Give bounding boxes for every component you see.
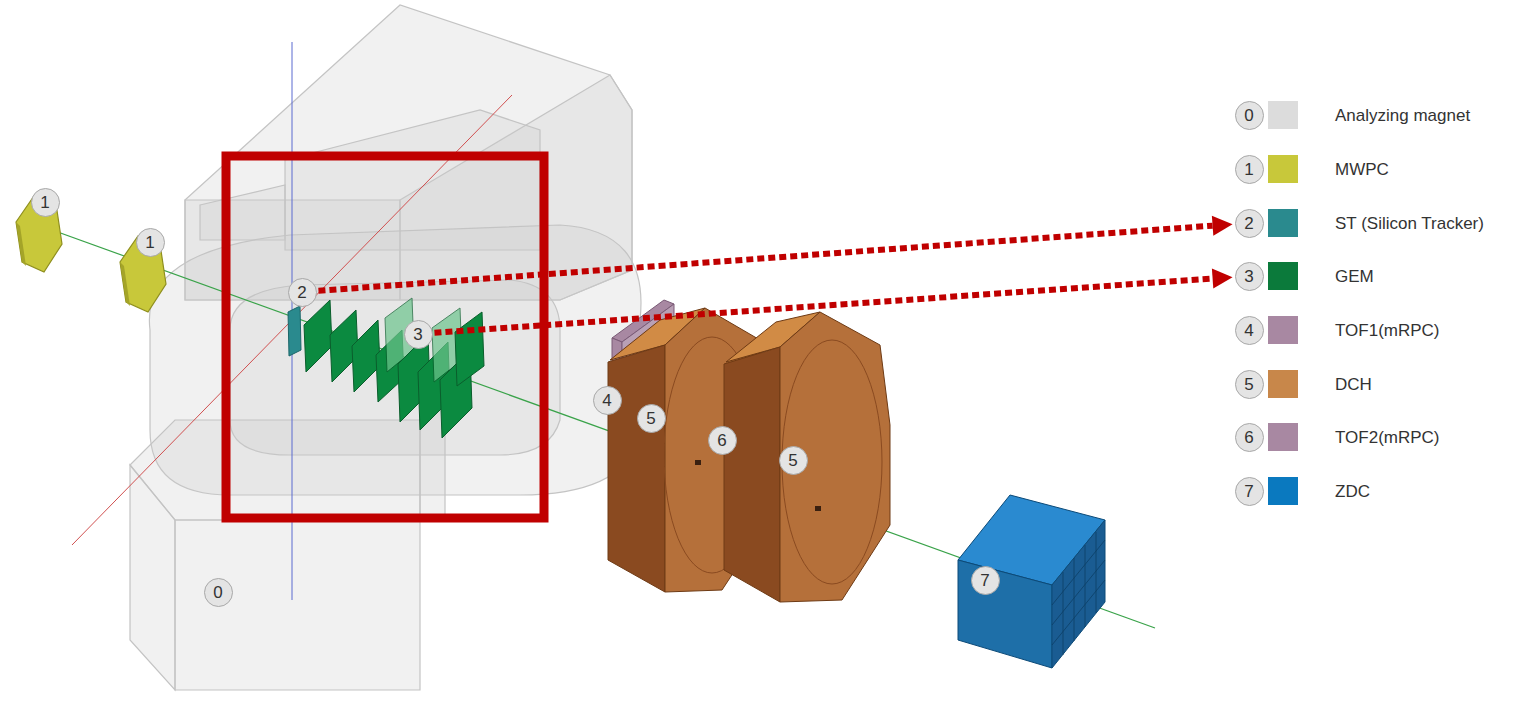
legend-label: TOF2(mRPC): [1335, 429, 1440, 446]
legend-label: TOF1(mRPC): [1335, 322, 1440, 339]
callout-circle: 3: [404, 320, 433, 349]
callout-number: 1: [145, 234, 154, 251]
legend-swatch: [1268, 316, 1298, 344]
legend-swatch: [1268, 262, 1298, 290]
dotted-arrow: [434, 269, 1232, 333]
callout-number: 3: [413, 326, 422, 343]
callout-circle: 7: [1235, 477, 1264, 506]
callout-circle: 1: [136, 228, 165, 257]
callout-number: 4: [1244, 322, 1253, 339]
callout-circle: 4: [593, 386, 622, 415]
callout-number: 5: [1244, 376, 1253, 393]
callout-circle: 5: [779, 446, 808, 475]
legend-swatch: [1268, 101, 1298, 129]
callout-number: 2: [297, 284, 306, 301]
callout-number: 4: [602, 392, 611, 409]
callout-number: 3: [1244, 268, 1253, 285]
callout-number: 0: [1244, 107, 1253, 124]
callout-circle: 1: [31, 188, 60, 217]
callout-number: 1: [40, 194, 49, 211]
callout-circle: 0: [204, 578, 233, 607]
legend-label: DCH: [1335, 376, 1372, 393]
legend-swatch: [1268, 370, 1298, 398]
callout-number: 6: [717, 432, 726, 449]
callout-circle: 6: [708, 426, 737, 455]
callout-number: 5: [646, 410, 655, 427]
callout-circle: 2: [288, 278, 317, 307]
callout-circle: 4: [1235, 316, 1264, 345]
callout-number: 1: [1244, 161, 1253, 178]
legend-label: ST (Silicon Tracker): [1335, 215, 1484, 232]
callout-number: 6: [1244, 429, 1253, 446]
callout-circle: 3: [1235, 262, 1264, 291]
legend-swatch: [1268, 155, 1298, 183]
callout-number: 0: [213, 584, 222, 601]
legend-swatch: [1268, 423, 1298, 451]
callout-circle: 0: [1235, 101, 1264, 130]
callout-number: 7: [980, 572, 989, 589]
legend-label: GEM: [1335, 268, 1374, 285]
legend-label: ZDC: [1335, 483, 1370, 500]
legend-label: Analyzing magnet: [1335, 107, 1470, 124]
callout-number: 5: [788, 452, 797, 469]
legend-label: MWPC: [1335, 161, 1389, 178]
callout-circle: 6: [1235, 423, 1264, 452]
dotted-arrow: [318, 216, 1232, 291]
callout-circle: 7: [971, 566, 1000, 595]
callout-number: 7: [1244, 483, 1253, 500]
legend-swatch: [1268, 477, 1298, 505]
callout-circle: 1: [1235, 155, 1264, 184]
callout-circle: 5: [1235, 370, 1264, 399]
legend-swatch: [1268, 209, 1298, 237]
callout-circle: 5: [637, 404, 666, 433]
callout-number: 2: [1244, 215, 1253, 232]
callout-circle: 2: [1235, 209, 1264, 238]
